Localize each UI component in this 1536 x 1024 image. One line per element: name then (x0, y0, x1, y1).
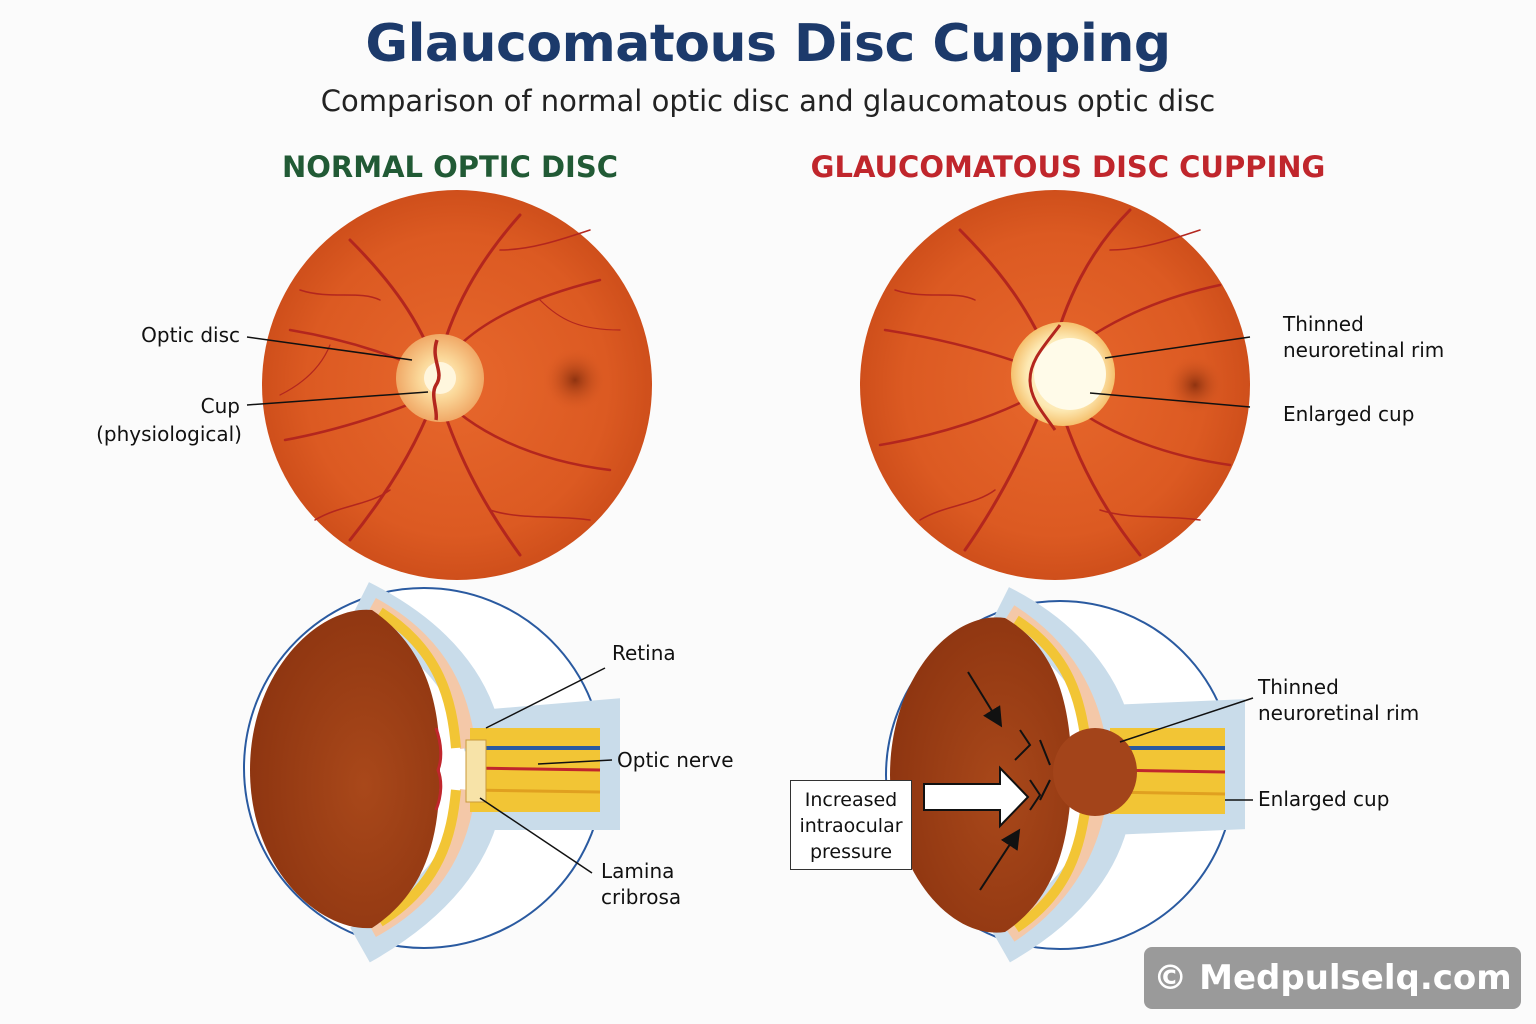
normal-cross-section (243, 582, 620, 963)
iop-line3: pressure (809, 841, 893, 863)
glaucoma-cross-section (885, 587, 1245, 963)
page-subtitle: Comparison of normal optic disc and glau… (320, 84, 1216, 118)
iop-line1: Increased (804, 789, 898, 811)
normal-lamina-cribrosa (465, 739, 487, 803)
normal-heading: NORMAL OPTIC DISC (281, 150, 619, 184)
label-thinned-rim-line1: Thinned (1283, 312, 1364, 336)
label-lamina-line1: Lamina (601, 859, 675, 883)
glaucoma-excavated-cup (1053, 728, 1137, 816)
label-lamina-line2: cribrosa (601, 885, 682, 909)
leader-lines (246, 336, 1254, 874)
glaucoma-globe-interior (890, 617, 1072, 933)
normal-macula (543, 348, 607, 412)
normal-fundus (262, 190, 652, 580)
page-title: Glaucomatous Disc Cupping (365, 14, 1171, 74)
iop-label-box: Increased intraocular pressure (790, 780, 912, 870)
glaucoma-fundus (860, 190, 1250, 580)
label-cup-line1: Cup (200, 394, 240, 418)
label-section-rim-line1: Thinned (1258, 675, 1339, 699)
pressure-arrows (967, 671, 1051, 891)
label-retina: Retina (612, 641, 676, 665)
label-cup-line2: (physiological) (96, 422, 242, 446)
label-optic-nerve: Optic nerve (617, 748, 734, 772)
label-section-enlarged-cup: Enlarged cup (1258, 787, 1390, 811)
glaucoma-macula (1165, 355, 1225, 415)
label-section-rim-line2: neuroretinal rim (1258, 701, 1420, 725)
label-thinned-rim-line2: neuroretinal rim (1283, 338, 1445, 362)
label-enlarged-cup: Enlarged cup (1283, 402, 1415, 426)
glaucoma-enlarged-cup (1034, 338, 1106, 410)
glaucoma-heading: GLAUCOMATOUS DISC CUPPING (810, 150, 1326, 184)
watermark: © Medpulselq.com (1144, 947, 1521, 1009)
iop-white-arrow (923, 765, 1030, 829)
iop-line2: intraocular (799, 815, 903, 837)
label-optic-disc: Optic disc (141, 323, 240, 347)
normal-globe-interior (250, 609, 440, 929)
